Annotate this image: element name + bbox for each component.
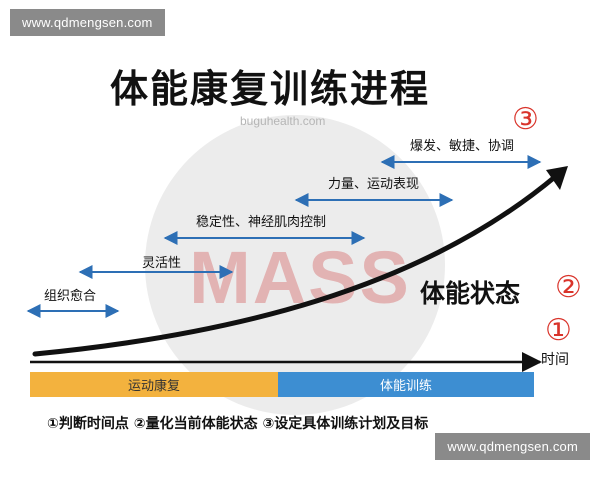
progress-curve-arrowhead xyxy=(546,166,568,190)
watermark-top: www.qdmengsen.com xyxy=(10,9,165,36)
phase-label-tissue-healing: 组织愈合 xyxy=(44,289,97,304)
phase-label-power: 爆发、敏捷、协调 xyxy=(410,139,515,154)
marker-one: ① xyxy=(545,313,572,348)
rehab-phase-label: 运动康复 xyxy=(127,379,180,394)
fitness-status-label: 体能状态 xyxy=(420,279,521,308)
phase-label-stability: 稳定性、神经肌肉控制 xyxy=(196,215,327,230)
site-watermark: buguhealth.com xyxy=(240,114,326,128)
marker-three: ③ xyxy=(512,102,539,137)
rehab-phase-bar: 运动康复 xyxy=(30,372,278,397)
marker-two: ② xyxy=(555,270,582,305)
training-phase-label: 体能训练 xyxy=(379,379,432,394)
phase-label-strength: 力量、运动表现 xyxy=(328,177,420,192)
training-phase-bar: 体能训练 xyxy=(278,372,534,397)
phase-label-flexibility: 灵活性 xyxy=(142,256,182,271)
progress-curve xyxy=(32,173,559,357)
diagram-title: 体能康复训练进程 xyxy=(110,67,431,111)
footer-steps: ①判断时间点 ②量化当前体能状态 ③设定具体训练计划及目标 xyxy=(47,416,429,432)
time-axis-label: 时间 xyxy=(541,352,569,368)
watermark-bottom: www.qdmengsen.com xyxy=(435,433,590,460)
